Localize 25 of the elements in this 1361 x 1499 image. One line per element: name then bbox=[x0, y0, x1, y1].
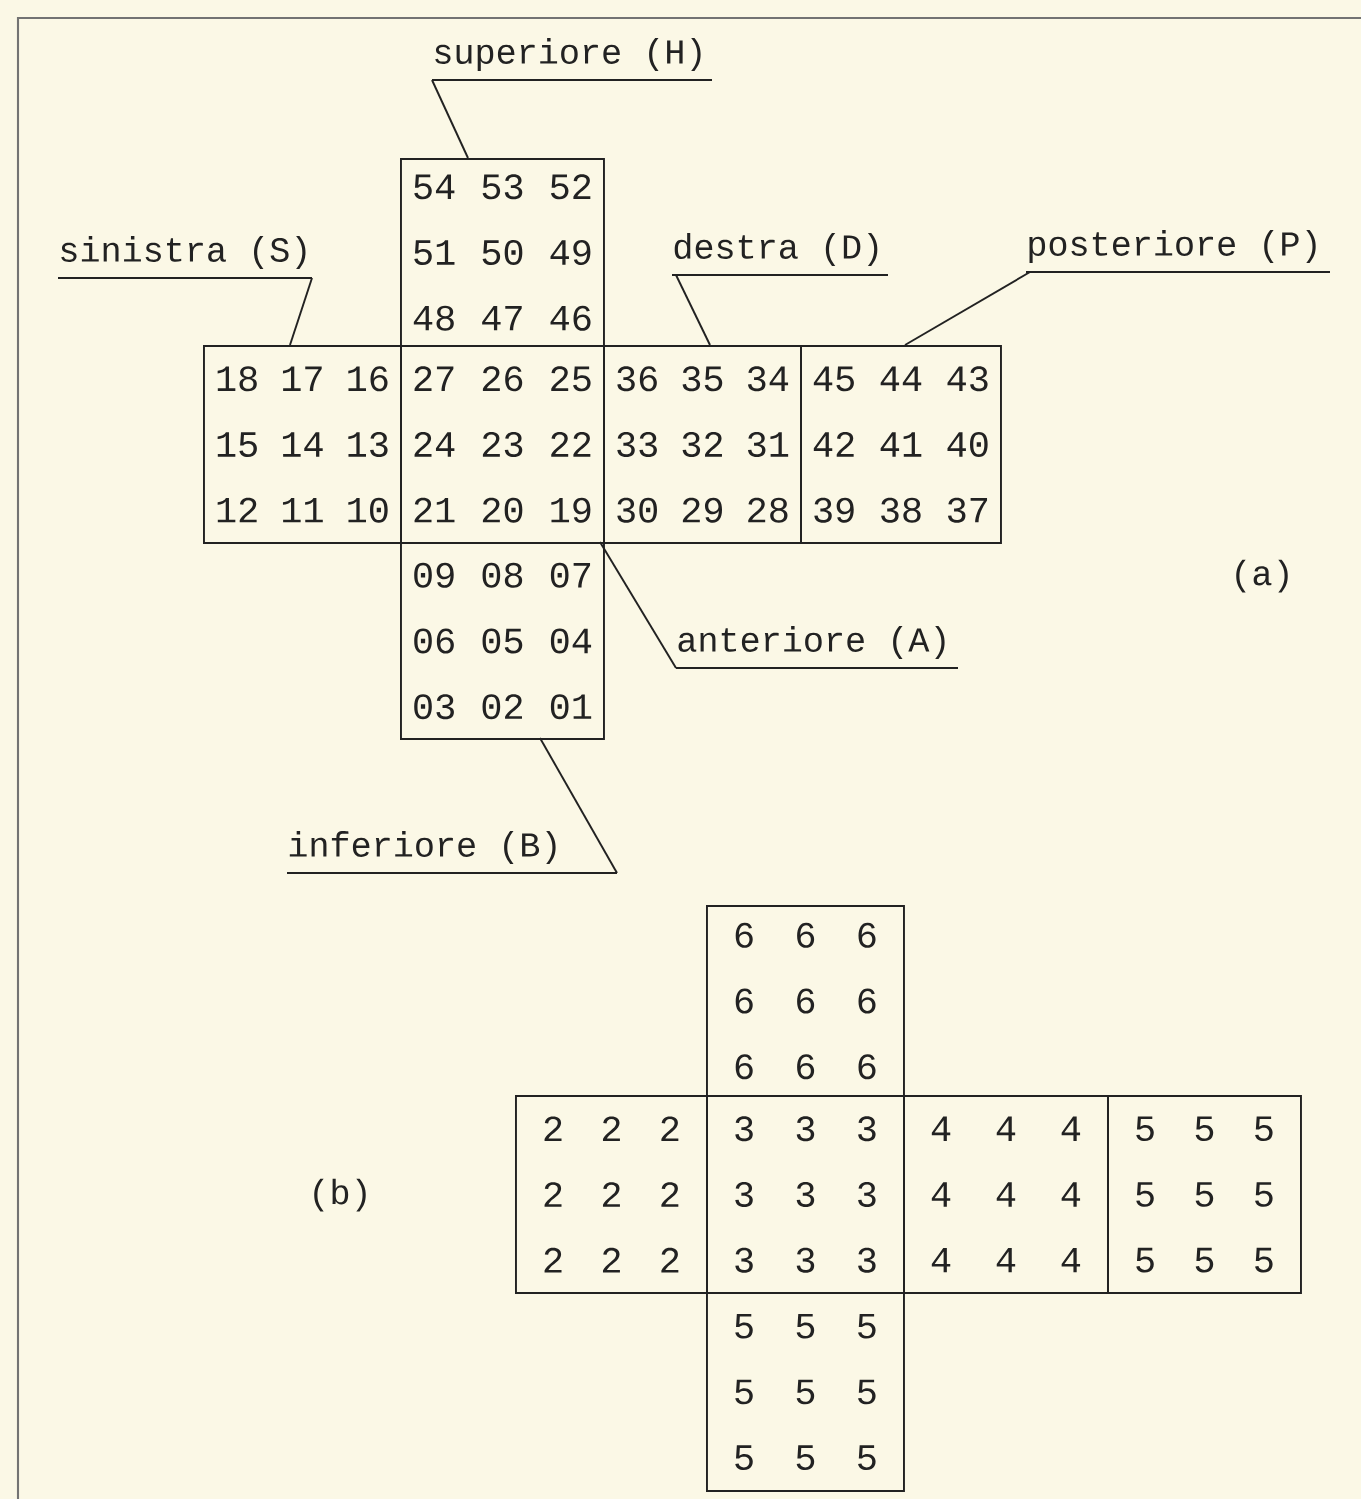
face-label: anteriore (A) bbox=[675, 626, 959, 669]
numbered-face: 3 3 3 3 3 3 3 3 3 bbox=[706, 1095, 905, 1294]
leader-line bbox=[904, 271, 1031, 346]
face-label: posteriore (P) bbox=[1025, 230, 1331, 273]
numbered-face: 36 35 34 33 32 31 30 29 28 bbox=[603, 345, 802, 544]
numbered-face: 5 5 5 5 5 5 5 5 5 bbox=[1107, 1095, 1302, 1294]
face-label: superiore (H) bbox=[431, 38, 713, 81]
figure-label: (b) bbox=[314, 1178, 366, 1212]
numbered-face: 09 08 07 06 05 04 03 02 01 bbox=[400, 542, 605, 740]
numbered-face: 18 17 16 15 14 13 12 11 10 bbox=[203, 345, 402, 544]
numbered-face: 45 44 43 42 41 40 39 38 37 bbox=[800, 345, 1002, 544]
numbered-face: 54 53 52 51 50 49 48 47 46 bbox=[400, 158, 605, 347]
figure-label: (a) bbox=[1236, 559, 1288, 593]
numbered-face: 2 2 2 2 2 2 2 2 2 bbox=[515, 1095, 708, 1294]
numbered-face: 6 6 6 6 6 6 6 6 6 bbox=[706, 905, 905, 1097]
leader-line bbox=[539, 737, 618, 874]
face-label: inferiore (B) bbox=[286, 831, 618, 874]
leader-line bbox=[431, 79, 469, 159]
leader-line bbox=[675, 274, 711, 346]
numbered-face: 5 5 5 5 5 5 5 5 5 bbox=[706, 1292, 905, 1492]
face-label: destra (D) bbox=[671, 233, 889, 276]
face-label: sinistra (S) bbox=[57, 236, 313, 279]
numbered-face: 4 4 4 4 4 4 4 4 4 bbox=[903, 1095, 1109, 1294]
leader-line bbox=[289, 277, 313, 346]
numbered-face: 27 26 25 24 23 22 21 20 19 bbox=[400, 345, 605, 544]
